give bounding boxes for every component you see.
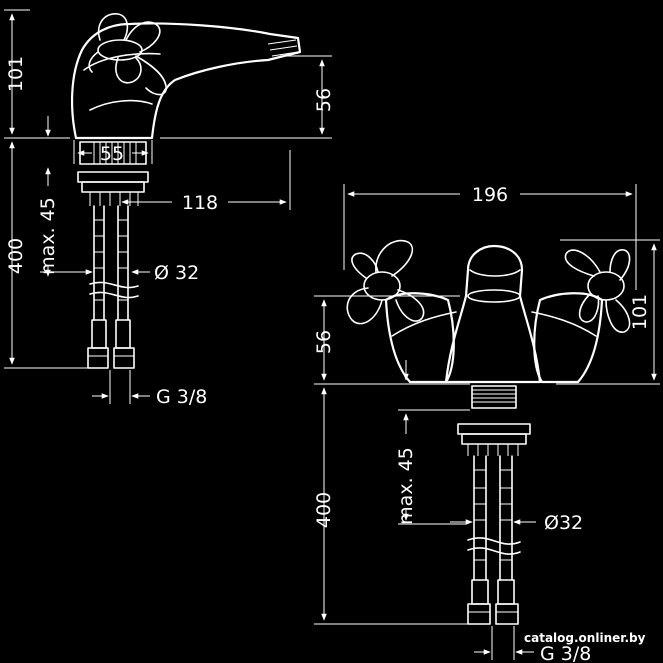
side-height-total-label: 101	[5, 56, 27, 92]
side-hoses	[87, 205, 139, 369]
side-connection-label: G 3/8	[156, 386, 207, 408]
front-connection-label: G 3/8	[540, 643, 591, 663]
side-faucet-body	[70, 22, 302, 140]
side-handle	[88, 13, 167, 96]
front-spout-height-label: 56	[313, 330, 335, 354]
front-hose-diameter-label: Ø32	[544, 512, 583, 534]
side-base-width-label: 55	[100, 143, 124, 165]
front-left-handle	[346, 239, 425, 325]
front-view: 196 101 56 400 max. 45 Ø32 G 3/8	[313, 184, 660, 663]
side-max-depth-label: max. 45	[37, 197, 59, 275]
side-hose-length-label: 400	[5, 238, 27, 274]
watermark: catalog.onliner.by	[524, 631, 646, 645]
front-max-depth-label: max. 45	[395, 447, 417, 525]
side-spout-height-label: 56	[313, 88, 335, 112]
side-hose-diameter-label: Ø 32	[154, 262, 199, 284]
front-width-label: 196	[472, 184, 508, 206]
front-spout	[444, 244, 542, 384]
front-height-total-label: 101	[629, 294, 651, 330]
front-hose-length-label: 400	[313, 492, 335, 528]
side-reach-label: 118	[182, 192, 218, 214]
front-right-handle	[564, 249, 631, 333]
front-hoses	[467, 455, 521, 625]
side-view: 101 400 56 55 118 max. 45 Ø 32	[4, 9, 335, 408]
